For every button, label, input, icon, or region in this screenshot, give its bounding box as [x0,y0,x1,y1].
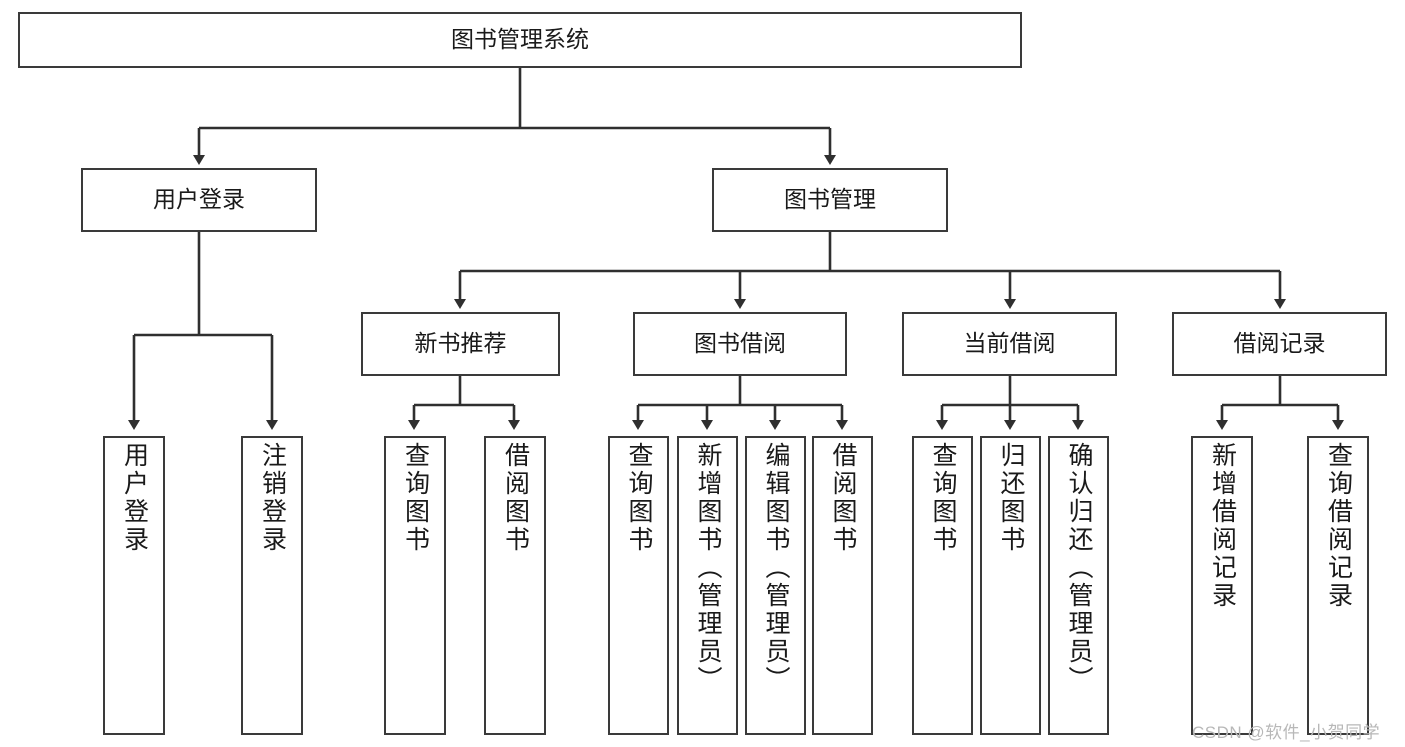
node-label: 图书借阅 [694,330,786,357]
leaf-user-login-login[interactable]: 用户登录 [103,436,165,735]
node-label: 查询图书 [401,442,430,554]
leaf-user-login-logout[interactable]: 注销登录 [241,436,303,735]
node-user-login[interactable]: 用户登录 [81,168,317,232]
leaf-book-borrow-add-book-admin[interactable]: 新增图书（管理员） [677,436,738,735]
node-label: 新增借阅记录 [1208,442,1237,610]
node-label: 归还图书 [997,442,1025,554]
leaf-book-borrow-edit-book-admin[interactable]: 编辑图书（管理员） [745,436,806,735]
node-label: 新增图书（管理员） [694,442,722,694]
node-book-management[interactable]: 图书管理 [712,168,948,232]
leaf-borrow-records-add-record[interactable]: 新增借阅记录 [1191,436,1253,735]
node-book-borrow[interactable]: 图书借阅 [633,312,847,376]
leaf-book-borrow-borrow-books[interactable]: 借阅图书 [812,436,873,735]
node-label: 用户登录 [153,186,245,213]
node-label: 查询图书 [625,442,653,554]
node-label: 查询图书 [929,442,957,554]
leaf-current-borrow-query-books[interactable]: 查询图书 [912,436,973,735]
node-borrow-records[interactable]: 借阅记录 [1172,312,1387,376]
leaf-current-borrow-confirm-return-admin[interactable]: 确认归还（管理员） [1048,436,1109,735]
node-label: 借阅图书 [829,442,857,554]
node-label: 新书推荐 [414,330,507,357]
node-current-borrow[interactable]: 当前借阅 [902,312,1117,376]
node-label: 用户登录 [120,442,149,554]
leaf-borrow-records-query-record[interactable]: 查询借阅记录 [1307,436,1369,735]
node-label: 借阅图书 [501,442,530,554]
node-label: 确认归还（管理员） [1065,442,1093,694]
leaf-new-book-query-books[interactable]: 查询图书 [384,436,446,735]
node-label: 查询借阅记录 [1324,442,1353,610]
node-label: 注销登录 [258,442,287,554]
node-label: 当前借阅 [963,330,1056,357]
node-label: 借阅记录 [1233,330,1326,357]
leaf-current-borrow-return-books[interactable]: 归还图书 [980,436,1041,735]
node-label: 编辑图书（管理员） [762,442,790,694]
node-root-book-management-system[interactable]: 图书管理系统 [18,12,1022,68]
leaf-book-borrow-query-books[interactable]: 查询图书 [608,436,669,735]
node-label: 图书管理系统 [451,26,589,53]
watermark-text: CSDN @软件_小贺同学 [1192,723,1381,742]
node-label: 图书管理 [784,186,876,213]
node-new-book-recommend[interactable]: 新书推荐 [361,312,560,376]
leaf-new-book-borrow-books[interactable]: 借阅图书 [484,436,546,735]
